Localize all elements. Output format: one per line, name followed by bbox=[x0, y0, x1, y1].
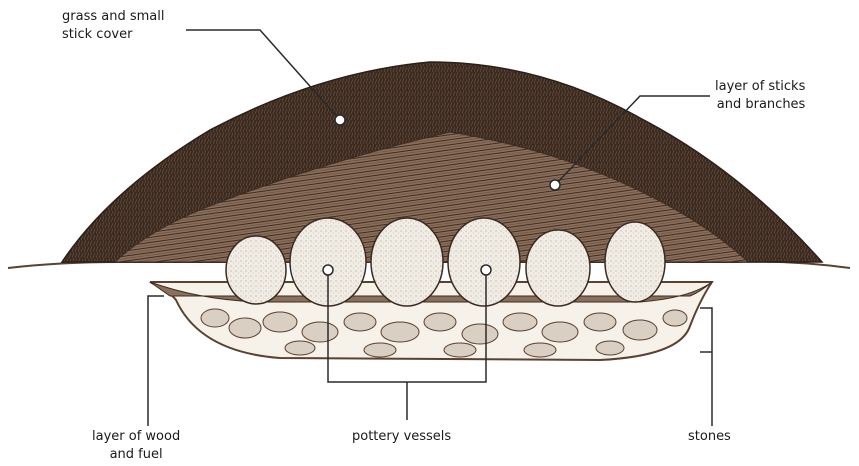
pottery-vessel bbox=[371, 218, 443, 306]
stone bbox=[596, 341, 624, 355]
stone bbox=[263, 312, 297, 332]
label-sticks-layer-line1: layer of sticks bbox=[715, 78, 805, 96]
stone bbox=[663, 310, 687, 326]
stone bbox=[229, 318, 261, 338]
stone bbox=[524, 343, 556, 357]
stone bbox=[424, 313, 456, 331]
pottery-vessel bbox=[605, 222, 665, 302]
label-pottery-vessels-line1: pottery vessels bbox=[352, 428, 451, 446]
stone bbox=[503, 313, 537, 331]
stone bbox=[444, 343, 476, 357]
stone bbox=[623, 320, 657, 340]
label-stones: stones bbox=[688, 428, 731, 446]
label-sticks-layer-line2: and branches bbox=[715, 96, 805, 114]
leader-pottery-dot-right bbox=[481, 265, 491, 275]
label-wood-fuel-line1: layer of wood bbox=[92, 428, 180, 446]
leader-stones bbox=[700, 308, 712, 426]
pottery-vessel bbox=[226, 236, 286, 304]
label-sticks-layer: layer of sticks and branches bbox=[715, 78, 805, 114]
leader-pottery-dot-left bbox=[323, 265, 333, 275]
stone bbox=[364, 343, 396, 357]
leader-wood bbox=[148, 296, 164, 426]
stone bbox=[344, 313, 376, 331]
label-stones-line1: stones bbox=[688, 428, 731, 446]
label-wood-fuel-line2: and fuel bbox=[92, 446, 180, 464]
stone bbox=[462, 324, 498, 344]
stone bbox=[201, 309, 229, 327]
label-pottery-vessels: pottery vessels bbox=[352, 428, 451, 446]
pottery-vessel bbox=[526, 230, 590, 306]
stone bbox=[584, 313, 616, 331]
label-grass-cover-line1: grass and small bbox=[62, 8, 164, 26]
leader-sticks-dot bbox=[550, 180, 560, 190]
label-wood-fuel: layer of wood and fuel bbox=[92, 428, 180, 464]
label-grass-cover: grass and small stick cover bbox=[62, 8, 164, 44]
label-grass-cover-line2: stick cover bbox=[62, 26, 164, 44]
pottery-vessel bbox=[448, 218, 520, 306]
leader-grass-dot bbox=[335, 115, 345, 125]
stone bbox=[381, 322, 419, 342]
stone bbox=[542, 322, 578, 342]
stone bbox=[302, 322, 338, 342]
stone bbox=[285, 341, 315, 355]
